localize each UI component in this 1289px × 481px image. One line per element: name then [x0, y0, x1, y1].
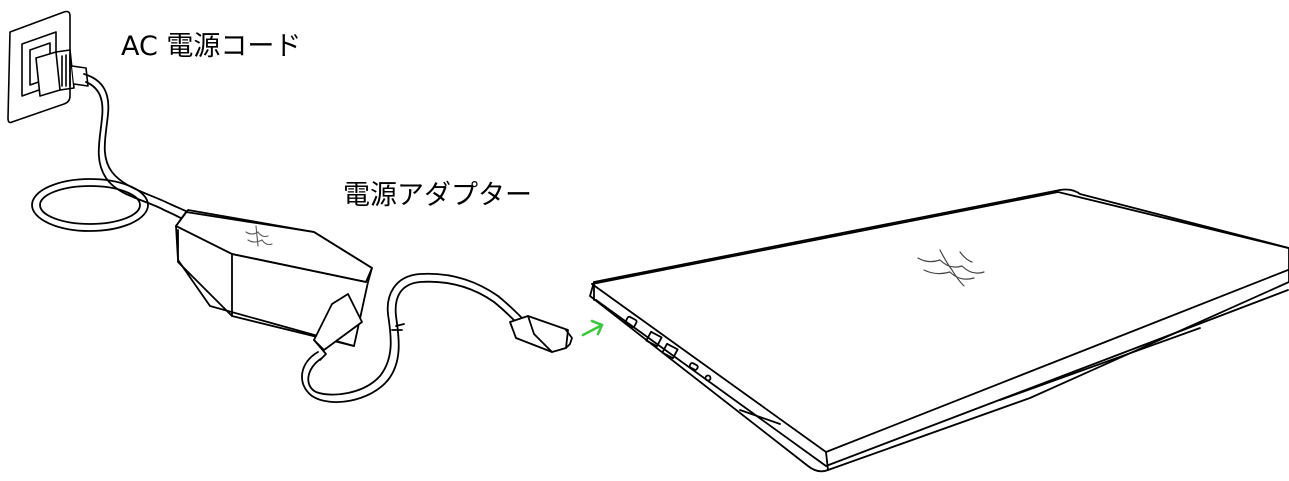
arrow-right-icon [581, 319, 604, 337]
dc-connector-plug [509, 315, 573, 353]
power-adapter-label: 電源アダプター [343, 180, 532, 211]
ac-power-cord-label: AC 電源コード [121, 31, 302, 62]
dc-power-cable [301, 272, 523, 403]
laptop [589, 188, 1289, 473]
ac-power-cord [31, 73, 207, 232]
power-adapter-brick [175, 209, 373, 347]
ac-plug [35, 49, 89, 97]
laptop-logo-icon [917, 249, 985, 287]
triple-snake-logo-icon [245, 225, 273, 247]
